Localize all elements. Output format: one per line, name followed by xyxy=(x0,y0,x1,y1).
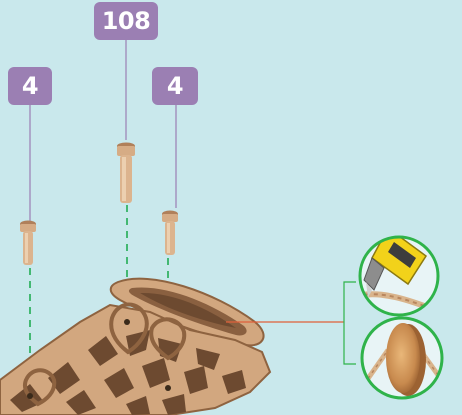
peg-icon xyxy=(117,143,135,204)
quantity-badge-right: 4 xyxy=(152,67,198,105)
detail-circle-cutting xyxy=(356,228,446,326)
peg-icon xyxy=(162,211,178,256)
wood-panel-icon xyxy=(0,279,270,415)
peg-icon xyxy=(20,221,36,266)
quantity-badge-left: 4 xyxy=(8,67,52,105)
detail-bracket xyxy=(344,282,356,364)
quantity-badge-center: 108 xyxy=(94,2,158,40)
detail-circle-disc xyxy=(360,316,450,406)
